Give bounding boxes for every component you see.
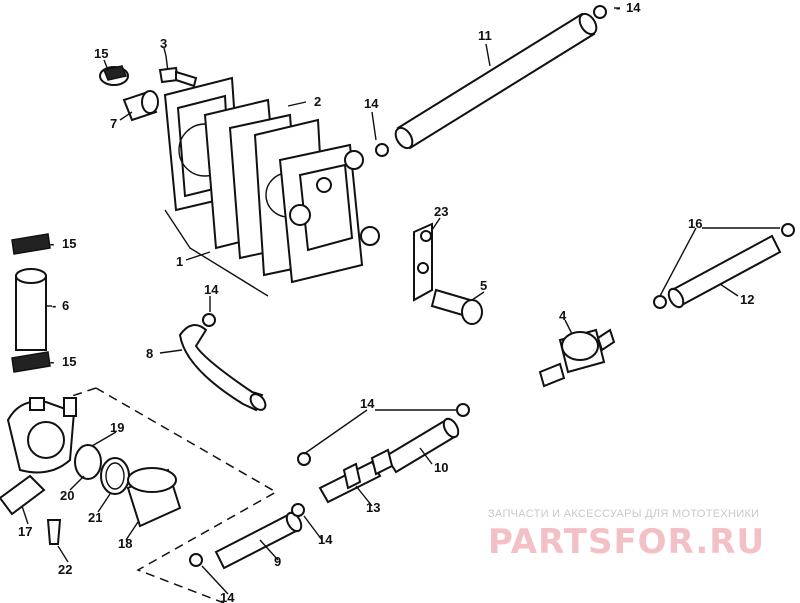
fuel-pump-assembly	[163, 76, 380, 297]
label-part-2: 2	[314, 94, 321, 109]
hose-8	[178, 324, 267, 412]
hose-12	[667, 234, 782, 309]
label-part-16: 16	[688, 216, 702, 231]
label-part-19: 19	[110, 420, 124, 435]
label-part-14-mid: 14	[364, 96, 379, 111]
hose-11	[394, 12, 598, 150]
watermark-tagline: ЗАПЧАСТИ И АКСЕССУАРЫ ДЛЯ МОТОТЕХНИКИ	[488, 508, 760, 520]
label-part-14-left: 14	[204, 282, 219, 297]
label-part-21: 21	[88, 510, 102, 525]
ring-21	[100, 457, 130, 495]
clamp-14-right	[291, 503, 305, 517]
ring-20	[74, 444, 102, 480]
label-part-12: 12	[740, 292, 754, 307]
label-part-18: 18	[118, 536, 132, 551]
clamp-14-bottom	[189, 553, 203, 567]
label-dash-15-a: -	[50, 236, 54, 251]
tube-10	[384, 417, 460, 474]
clamp-16-b	[781, 223, 795, 237]
bolt-3	[158, 55, 198, 88]
label-part-10: 10	[434, 460, 448, 475]
label-part-14-right: 14	[318, 532, 333, 547]
hose-6	[11, 233, 51, 373]
label-part-3: 3	[160, 36, 167, 51]
clamp-16-a	[653, 295, 667, 309]
filter-18	[126, 467, 182, 528]
label-part-15-top: 15	[94, 46, 108, 61]
label-part-1: 1	[176, 254, 183, 269]
label-part-15-a: 15	[62, 236, 76, 251]
clamp-14-left	[202, 313, 216, 327]
label-part-6: 6	[62, 298, 69, 313]
bolt-5	[430, 288, 483, 325]
label-part-5: 5	[480, 278, 487, 293]
bracket-23	[413, 222, 433, 302]
tube-9	[214, 511, 303, 570]
label-dash-6: -	[52, 298, 56, 313]
leader-lines	[21, 7, 780, 595]
label-part-23: 23	[434, 204, 448, 219]
label-part-17: 17	[18, 524, 32, 539]
label-part-8: 8	[146, 346, 153, 361]
tee-13	[318, 448, 394, 504]
label-part-4: 4	[559, 308, 567, 323]
label-part-11: 11	[478, 28, 492, 43]
label-part-22: 22	[58, 562, 72, 577]
clamp-14-lower-a	[297, 452, 311, 466]
label-dash-15-b: -	[50, 354, 54, 369]
label-dash-14-top: -	[616, 0, 620, 15]
label-part-20: 20	[60, 488, 74, 503]
dashed-outline-left	[65, 387, 97, 399]
dashed-outline-lower	[95, 387, 278, 603]
carburetor-bowl-17	[0, 397, 77, 516]
screw-22	[46, 519, 62, 545]
label-part-14-bottom: 14	[220, 590, 235, 603]
watermark-logo: PARTSFOR.RU	[488, 522, 766, 562]
label-part-13: 13	[366, 500, 380, 515]
clamp-14-lower-b	[456, 403, 470, 417]
filter-4	[538, 328, 616, 388]
clamp-15-top	[99, 65, 129, 86]
label-part-15-b: 15	[62, 354, 76, 369]
cap-7	[122, 90, 159, 122]
label-part-9: 9	[274, 554, 281, 569]
clamp-14-top	[593, 5, 607, 19]
label-part-14-top: 14	[626, 0, 641, 15]
label-part-14-low: 14	[360, 396, 375, 411]
label-part-7: 7	[110, 116, 117, 131]
clamp-14-mid	[375, 143, 389, 157]
